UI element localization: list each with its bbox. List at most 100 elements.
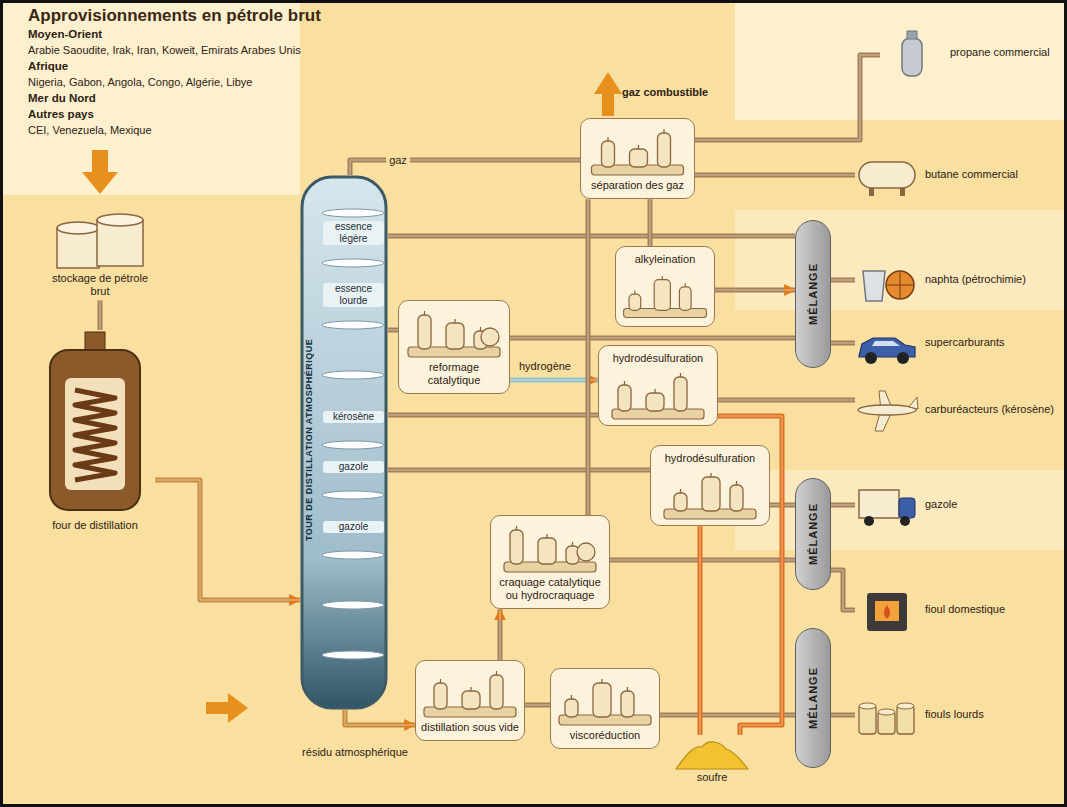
vessel	[446, 323, 464, 349]
pipe-connector	[100, 300, 101, 330]
pipe-highlight	[155, 480, 300, 600]
tank-top	[57, 222, 99, 234]
sphere-tank	[577, 543, 595, 561]
vessel	[418, 315, 431, 349]
blending-column: MÉLANGE	[795, 628, 831, 768]
truck-cab	[899, 498, 915, 518]
pipe-label: hydrogène	[516, 360, 574, 372]
pipe-line	[831, 570, 855, 610]
tank-top	[878, 709, 895, 715]
pipe-connector	[718, 400, 855, 401]
pipe-connector	[715, 290, 795, 291]
tank-top	[859, 703, 876, 709]
label-text: Afrique	[28, 60, 68, 72]
vessel-top	[634, 291, 635, 295]
vessel-top	[710, 473, 711, 477]
feed-arrow	[82, 150, 118, 194]
pipe-highlight	[388, 235, 795, 237]
tank-top	[897, 703, 914, 709]
light-band	[0, 0, 300, 195]
vessel	[593, 683, 611, 717]
product-icon	[855, 318, 919, 368]
tray	[322, 441, 384, 449]
vessel-top	[627, 687, 628, 691]
vessel-top	[638, 145, 639, 149]
ball-seam	[886, 271, 914, 299]
pipe-connector	[588, 199, 589, 515]
furnace: four de distillation	[35, 330, 155, 536]
furnace-body	[50, 350, 140, 510]
pipe-connector	[831, 715, 855, 716]
tray	[322, 601, 384, 609]
tray	[322, 371, 384, 379]
pipe-highlight	[350, 160, 580, 175]
light-band	[735, 210, 1067, 310]
pipe-line	[350, 160, 580, 175]
pipe-line	[498, 609, 503, 660]
unit-label: hydrodésulfuration	[655, 450, 765, 467]
pipe-highlight	[345, 710, 415, 725]
pipe-highlight	[510, 379, 598, 381]
label-text: Autres pays	[28, 108, 94, 120]
pipe-highlight	[695, 55, 880, 140]
pipe-highlight	[649, 199, 651, 246]
pipe-line	[388, 413, 598, 418]
tray	[322, 491, 384, 499]
fraction-label: essence légère	[323, 221, 384, 245]
tank-illustration	[45, 210, 155, 270]
vessel-top	[516, 526, 517, 530]
fraction-label: kérosène	[323, 411, 384, 423]
pipe-highlight	[388, 329, 398, 331]
pipe-highlight	[499, 609, 501, 660]
product-icon	[855, 255, 919, 305]
pipe-connector	[388, 330, 398, 331]
blending-label: MÉLANGE	[807, 503, 819, 565]
pipe-line	[695, 55, 880, 140]
vessel	[630, 149, 648, 167]
wheel	[865, 352, 877, 364]
tail	[909, 397, 918, 409]
product-label: supercarburants	[925, 336, 1005, 349]
vessel	[602, 141, 615, 167]
vessel-top	[546, 534, 547, 538]
sulfur-pile-shape	[676, 742, 748, 769]
label-text: CEI, Venezuela, Mexique	[28, 124, 152, 136]
vessel	[674, 377, 687, 411]
process-unit: séparation des gaz	[580, 118, 695, 199]
product-label: fioul domestique	[925, 603, 1005, 616]
process-unit: alkyleination	[615, 246, 715, 327]
unit-illustration	[585, 123, 690, 177]
wheel	[900, 516, 910, 526]
pipe-line	[510, 336, 795, 341]
gas-out-arrow	[594, 72, 622, 116]
product: propane commercial	[880, 28, 1055, 78]
vessel-top	[424, 311, 425, 315]
pipe-highlight	[831, 714, 855, 716]
pipe-line	[345, 710, 415, 725]
vessel-top	[680, 489, 681, 493]
car-window	[872, 341, 900, 346]
vessel-top	[663, 129, 664, 133]
pipe-line	[525, 703, 550, 708]
fraction-label: gazole	[323, 521, 384, 533]
process-unit: distillation sous vide	[415, 660, 525, 741]
tank-leg	[869, 188, 874, 196]
fuselage	[858, 405, 916, 415]
pipe-line	[831, 278, 855, 283]
pipe-label: gaz	[386, 154, 410, 166]
pipe-highlight	[831, 570, 855, 610]
pipe-connector	[831, 280, 855, 281]
vessel	[490, 675, 503, 709]
vessel	[618, 385, 631, 411]
product-icon	[855, 690, 919, 740]
process-unit: hydrodésulfuration	[598, 345, 718, 426]
storage-tank	[859, 706, 876, 734]
node-label: soufre	[672, 771, 752, 784]
vessel	[621, 691, 634, 717]
unit-label: distillation sous vide	[420, 719, 520, 736]
product-icon	[855, 480, 919, 530]
flame	[884, 605, 890, 619]
